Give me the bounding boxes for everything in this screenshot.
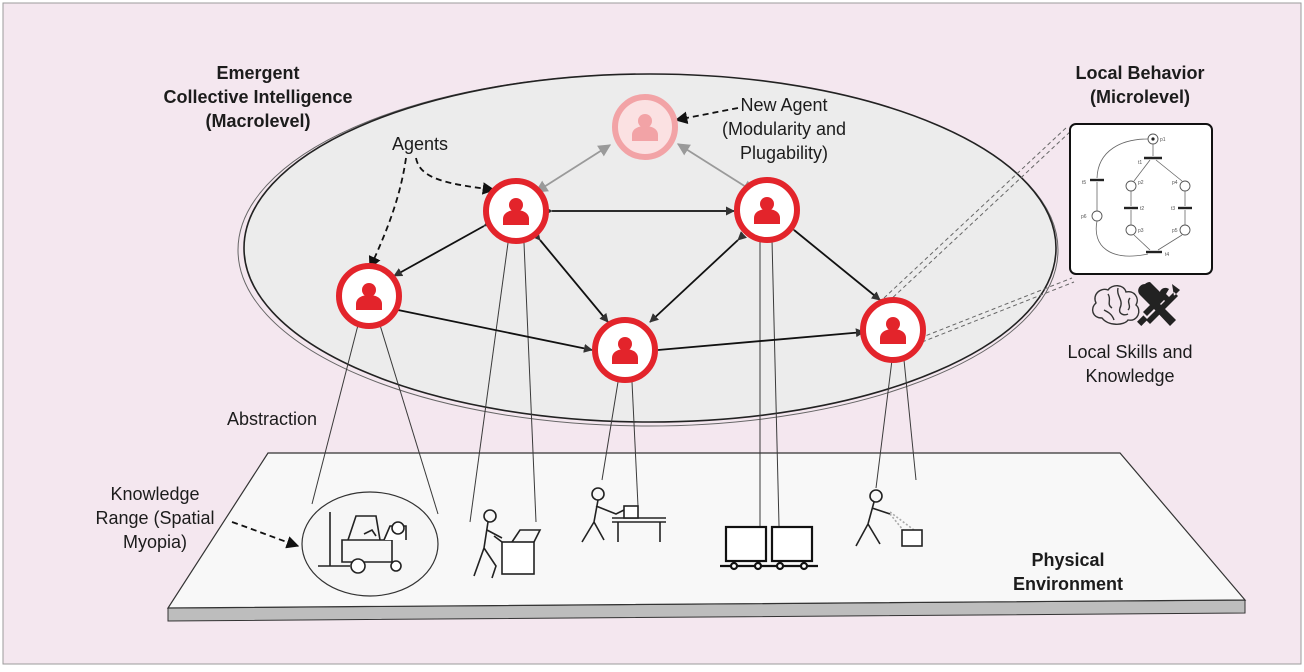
svg-text:p4: p4: [1172, 180, 1178, 186]
svg-text:(Modularity and: (Modularity and: [722, 119, 846, 139]
worker-box-icon: [473, 509, 542, 579]
agent-right: [860, 297, 926, 363]
new-agent-links: [534, 143, 756, 193]
agent-top-right: [734, 177, 800, 243]
label-agents: Agents: [392, 134, 448, 154]
svg-text:Range (Spatial: Range (Spatial: [95, 508, 214, 528]
tools-icon: [1137, 282, 1180, 326]
svg-text:t2: t2: [1140, 206, 1144, 212]
svg-text:p2: p2: [1138, 180, 1144, 186]
label-abstraction: Abstraction: [227, 409, 317, 429]
agent-top-left: [483, 178, 549, 244]
svg-text:t4: t4: [1165, 252, 1169, 258]
worker-inspect-icon: [855, 489, 923, 547]
svg-text:Physical: Physical: [1031, 550, 1104, 570]
physical-platform: [166, 452, 1247, 622]
carts-icon: [720, 525, 818, 571]
petri-place-labels: p1 p2 p3 p4 p5 p6: [1081, 137, 1178, 234]
svg-text:Local Skills and: Local Skills and: [1067, 342, 1192, 362]
agent-center: [592, 317, 658, 383]
svg-text:Local Behavior: Local Behavior: [1075, 63, 1204, 83]
label-local-skills: Local Skills and Knowledge: [1067, 342, 1192, 386]
worker-conveyor-icon: [581, 487, 666, 543]
dashed-pointers: [231, 107, 739, 549]
svg-text:Knowledge: Knowledge: [110, 484, 199, 504]
svg-text:p1: p1: [1160, 137, 1166, 143]
petri-transition-labels: t1 t2 t3 t4 t5: [1082, 160, 1175, 258]
svg-text:p5: p5: [1172, 228, 1178, 234]
label-new-agent: New Agent (Modularity and Plugability): [722, 95, 846, 163]
label-local-behavior: Local Behavior (Microlevel): [1075, 63, 1204, 107]
svg-text:Emergent: Emergent: [216, 63, 299, 83]
svg-text:p6: p6: [1081, 214, 1087, 220]
svg-text:Plugability): Plugability): [740, 143, 828, 163]
label-emergent: Emergent Collective Intelligence (Macrol…: [163, 63, 352, 131]
svg-text:(Macrolevel): (Macrolevel): [205, 111, 310, 131]
svg-text:t5: t5: [1082, 180, 1086, 186]
knowledge-range-circle: [301, 491, 439, 597]
microlevel-links: [883, 125, 1075, 343]
svg-text:t3: t3: [1171, 206, 1175, 212]
agent-links: [389, 206, 881, 356]
new-agent: [612, 94, 678, 160]
label-physical-environment: Physical Environment: [1013, 550, 1123, 594]
svg-text:p3: p3: [1138, 228, 1144, 234]
svg-text:Collective Intelligence: Collective Intelligence: [163, 87, 352, 107]
petri-net-box: p1 p2 p3 p4 p5 p6 t1 t2 t3 t4 t5: [1069, 123, 1213, 275]
label-knowledge-range: Knowledge Range (Spatial Myopia): [95, 484, 214, 552]
svg-text:(Microlevel): (Microlevel): [1090, 87, 1190, 107]
svg-text:Knowledge: Knowledge: [1085, 366, 1174, 386]
svg-text:Environment: Environment: [1013, 574, 1123, 594]
agent-left: [336, 263, 402, 329]
forklift-icon: [318, 512, 407, 574]
svg-text:New Agent: New Agent: [740, 95, 827, 115]
brain-icon: [1091, 285, 1140, 325]
svg-text:Myopia): Myopia): [123, 532, 187, 552]
abstraction-lines: [311, 239, 917, 567]
svg-text:t1: t1: [1138, 160, 1142, 166]
